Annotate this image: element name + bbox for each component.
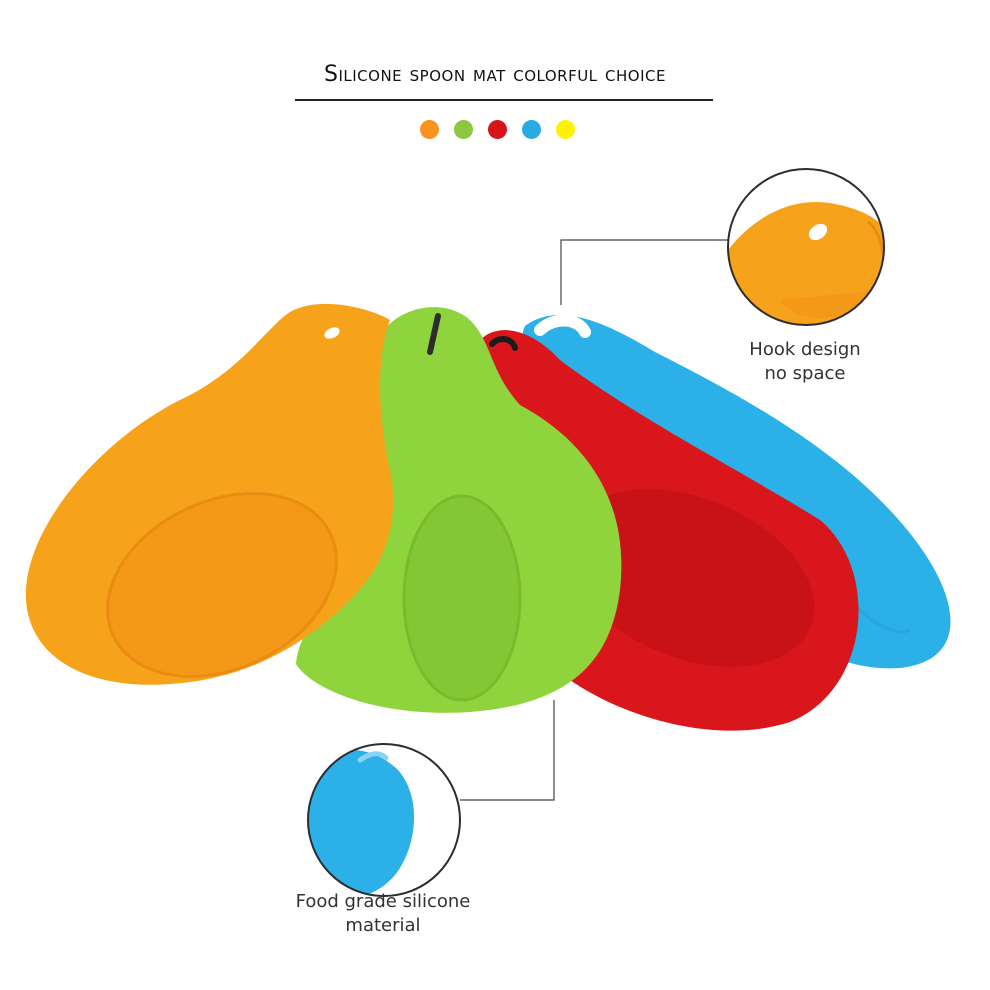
swatch-blue[interactable]: [521, 120, 541, 139]
hook-callout-line: [560, 239, 728, 305]
swatch-green[interactable]: [453, 120, 473, 139]
orange-spoon-mat: [25, 303, 394, 685]
material-detail-circle: [307, 743, 461, 897]
page-title: Silicone spoon mat colorful choice: [324, 62, 666, 87]
hook-caption-line2: no space: [764, 363, 846, 384]
swatch-yellow[interactable]: [555, 120, 575, 139]
title-underline: [295, 99, 713, 101]
hook-caption-line1: Hook design: [749, 339, 861, 360]
color-swatch-row: [0, 120, 990, 139]
swatch-red[interactable]: [487, 120, 507, 139]
hook-detail-circle: [727, 168, 885, 326]
material-caption: Food grade silicone material: [268, 890, 498, 938]
material-callout-line: [460, 700, 555, 801]
material-caption-line1: Food grade silicone: [295, 891, 471, 912]
swatch-orange[interactable]: [419, 120, 439, 139]
material-caption-line2: material: [345, 915, 421, 936]
hook-design-caption: Hook design no space: [725, 338, 885, 386]
